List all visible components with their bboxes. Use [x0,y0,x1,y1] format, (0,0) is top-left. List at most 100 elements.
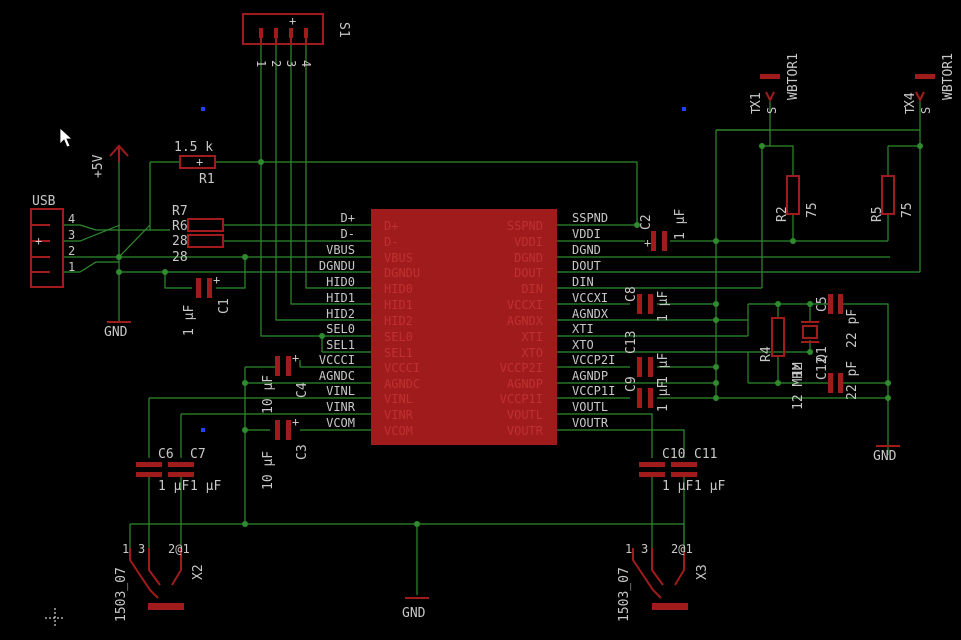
capacitor-c13[interactable]: C13 1 µF [624,331,671,384]
wire-s1-pin3 [290,40,371,305]
capacitor-c5[interactable]: C5 22 pF [815,294,860,348]
ic-pin-vccci: VCCCI [384,361,420,375]
resistor-r2-body[interactable] [786,175,800,215]
header-s1-pin3: 3 [284,60,298,67]
resistor-r7[interactable]: R7 28 [172,204,224,249]
ic-body[interactable] [371,209,557,445]
ic-pin-dminus: D- [384,235,398,249]
ic-pin-dgndu: DGNDU [384,266,420,280]
resistor-r1[interactable]: + 1.5 k R1 [174,140,216,187]
capacitor-c9[interactable]: C9 1 µF [624,376,671,412]
jack-x3-part: 1503_07 [617,567,632,622]
capacitor-c3[interactable]: + 10 µF C3 [261,415,310,490]
connector-x1-part: WBTOR1 [786,53,801,100]
capacitor-c4-value: 10 µF [261,375,276,414]
jack-x3[interactable]: 1 3 2@1 1503_07 X3 [617,542,710,622]
capacitor-c6-value: 1 µF [158,479,189,494]
ic-pin-vinr: VINR [384,408,414,422]
net-vccp2i: VCCP2I [572,353,615,367]
resistor-r2[interactable]: R2 75 [775,175,820,222]
mouse-cursor-icon [59,127,74,148]
crosshair-icon [45,608,65,628]
header-s1-body[interactable] [242,13,324,45]
ic-pin-vbus: VBUS [384,251,413,265]
resistor-r6-value: 28 [172,250,188,265]
svg-text:+: + [292,415,299,429]
connector-x1-s: S [765,107,779,114]
resistor-r5[interactable]: R5 75 [870,175,915,222]
usb-body[interactable] [30,208,64,288]
ic-pin-dgnd: DGND [514,251,543,265]
jack-x3-pin1: 1 [625,542,632,556]
ic-pin-agndp: AGNDP [507,377,543,391]
net-sel0: SEL0 [326,322,355,336]
capacitor-c10[interactable]: C10 1 µF [639,447,693,494]
net-vinr: VINR [326,400,356,414]
usb-connector[interactable]: USB + 4 3 2 1 [30,194,75,288]
ic-pin-din: DIN [521,282,543,296]
capacitor-c3-name: C3 [295,444,310,460]
capacitor-c8[interactable]: C8 1 µF [624,286,671,322]
ic-pin-xto: XTO [521,346,543,360]
header-s1[interactable]: + S1 1 2 3 4 [242,13,351,67]
jack-x2-name: X2 [191,564,206,580]
svg-text:+: + [35,234,42,248]
net-dplus: D+ [341,211,355,225]
ic-pin-voutl: VOUTL [507,408,543,422]
gnd-usb[interactable]: GND [104,321,131,340]
ic-pin-voutr: VOUTR [507,424,544,438]
resistor-r5-body[interactable] [881,175,895,215]
capacitor-c12-name: C12 [815,357,830,380]
capacitor-c6[interactable]: C6 1 µF [136,447,189,494]
capacitor-c1-name: C1 [217,298,232,314]
connector-x1[interactable]: X1 WBTOR1 T S [749,53,801,114]
capacitor-c4-name: C4 [295,382,310,398]
capacitor-c1[interactable]: + 1 µF C1 [182,273,232,336]
header-s1-mark: + [289,14,296,28]
capacitor-c2-name: C2 [639,214,654,230]
resistor-r6[interactable]: R6 28 [172,219,224,265]
supply-5v[interactable]: +5V [91,144,129,178]
capacitor-c2[interactable]: + C2 1 µF [639,209,688,251]
resistor-r4-body[interactable] [771,317,785,357]
capacitor-c4[interactable]: + 10 µF C4 [261,351,310,414]
capacitor-c12[interactable]: C12 22 pF [815,357,860,400]
crystal-q1-value: 12 MHz [791,363,806,410]
resistor-r1-body[interactable] [179,155,216,169]
capacitor-c11[interactable]: C11 1 µF [671,447,725,494]
resistor-r1-value: 1.5 k [174,140,213,155]
net-labels-right: SSPND VDDI DGND DOUT DIN VCCXI AGNDX XTI… [572,211,615,430]
gnd-right[interactable]: GND [873,445,900,464]
resistor-r7-body[interactable] [187,218,224,232]
connector-x4[interactable]: X4 WBTOR1 T S [903,53,956,114]
ic-pin-sel1: SEL1 [384,346,413,360]
header-s1-pin2: 2 [269,60,283,67]
capacitor-c7[interactable]: C7 1 µF [168,447,221,494]
net-vcom: VCOM [326,416,355,430]
crystal-q1-body[interactable] [802,325,818,339]
net-vccci: VCCCI [319,353,355,367]
gnd-bottom[interactable]: GND [402,597,429,621]
connector-x4-s: S [919,107,933,114]
net-voutr: VOUTR [572,416,609,430]
jack-x2[interactable]: 1 3 2@1 1503_07 X2 [114,542,206,622]
resistor-r6-body[interactable] [187,234,224,248]
ic-pin-sspnd: SSPND [507,219,543,233]
resistor-r4[interactable]: R4 1M [759,317,806,378]
capacitor-c7-value: 1 µF [190,479,221,494]
capacitor-c12-value: 22 pF [845,361,860,400]
header-s1-label: S1 [336,22,351,38]
crystal-q1[interactable]: Q1 12 MHz [791,321,830,410]
net-hid0: HID0 [326,275,355,289]
capacitor-c10-value: 1 µF [662,479,693,494]
usb-pin1: 1 [68,260,75,274]
net-vccp1i: VCCP1I [572,384,615,398]
net-agndx: AGNDX [572,307,609,321]
resistor-r7-name: R7 [172,204,188,219]
ic-pcm2902[interactable]: D+ D- VBUS DGNDU HID0 HID1 HID2 SEL0 SEL… [371,209,557,445]
net-agndc: AGNDC [319,369,355,383]
connector-x1-name: X1 [749,92,764,108]
capacitor-c6-name: C6 [158,447,174,462]
